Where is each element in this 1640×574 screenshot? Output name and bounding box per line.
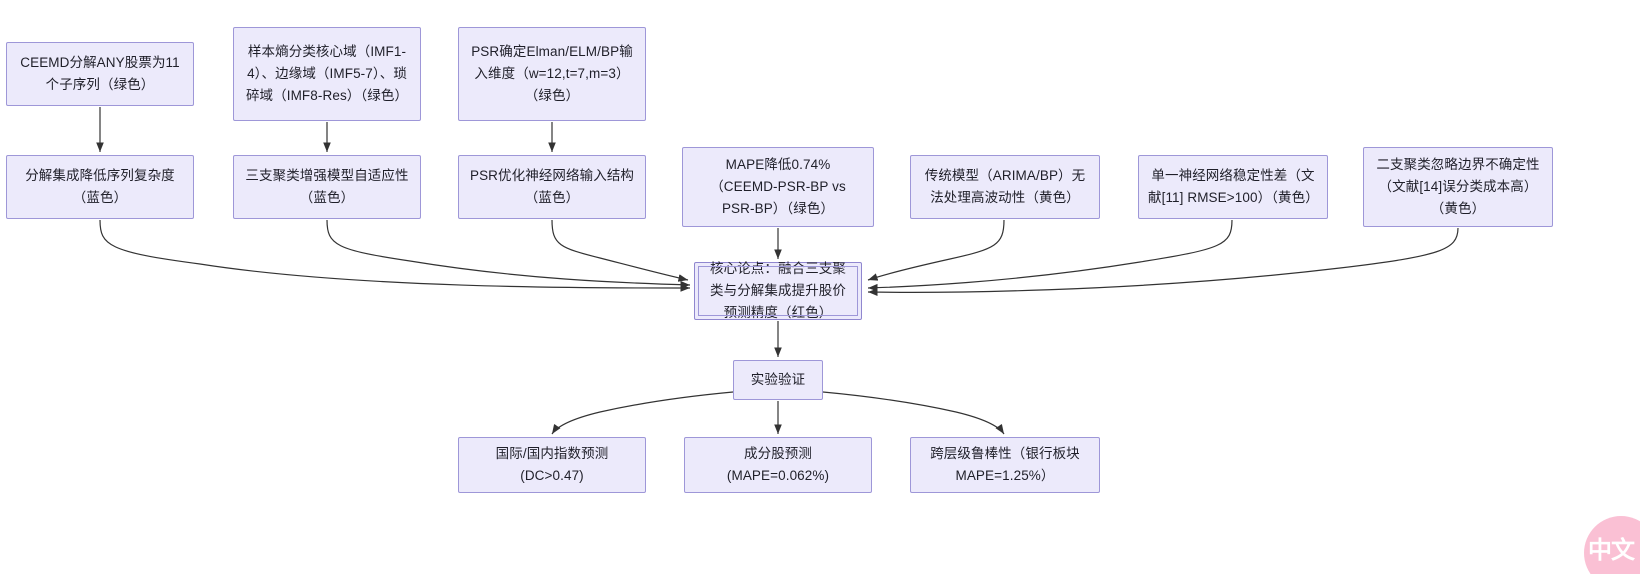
node-two-way-clustering-limitation[interactable]: 二支聚类忽略边界不确定性（文献[14]误分类成本高）（黄色） — [1363, 147, 1553, 227]
node-label: 国际/国内指数预测 (DC>0.47) — [495, 446, 609, 483]
node-result-constituent-stock-forecast[interactable]: 成分股预测 (MAPE=0.062%) — [684, 437, 872, 493]
edge-n6-core — [551, 219, 689, 282]
node-experimental-validation[interactable]: 实验验证 — [733, 360, 823, 400]
node-label: 单一神经网络稳定性差（文献[11] RMSE>100）（黄色） — [1148, 168, 1319, 205]
watermark-badge: 中文 — [1584, 516, 1640, 574]
node-mape-reduction-evidence[interactable]: MAPE降低0.74%（CEEMD-PSR-BP vs PSR-BP）（绿色） — [682, 147, 874, 227]
edge-n8-core — [867, 219, 1005, 281]
edge-exp-r1 — [551, 391, 734, 435]
node-traditional-model-limitation[interactable]: 传统模型（ARIMA/BP）无法处理高波动性（黄色） — [910, 155, 1100, 219]
node-three-way-clustering-adaptivity[interactable]: 三支聚类增强模型自适应性（蓝色） — [233, 155, 421, 219]
node-result-cross-level-robustness[interactable]: 跨层级鲁棒性（银行板块 MAPE=1.25%） — [910, 437, 1100, 493]
node-label: 分解集成降低序列复杂度（蓝色） — [25, 168, 175, 205]
edge-exp-r3 — [822, 391, 1005, 435]
edge-n10-core — [867, 227, 1459, 296]
node-label: 实验验证 — [750, 372, 806, 388]
node-result-index-forecast[interactable]: 国际/国内指数预测 (DC>0.47) — [458, 437, 646, 493]
node-psr-optimizes-network-input[interactable]: PSR优化神经网络输入结构（蓝色） — [458, 155, 646, 219]
node-label: 核心论点：融合三支聚类与分解集成提升股价预测精度（红色） — [710, 261, 846, 320]
node-label: 跨层级鲁棒性（银行板块 MAPE=1.25%） — [930, 446, 1080, 483]
edge-n4-core — [99, 219, 691, 292]
node-label: CEEMD分解ANY股票为11个子序列（绿色） — [20, 55, 180, 92]
node-psr-input-dimension[interactable]: PSR确定Elman/ELM/BP输入维度（w=12,t=7,m=3）（绿色） — [458, 27, 646, 121]
watermark-text: 中文 — [1588, 536, 1635, 564]
node-label: 二支聚类忽略边界不确定性（文献[14]误分类成本高）（黄色） — [1376, 157, 1540, 216]
node-label: 三支聚类增强模型自适应性（蓝色） — [245, 168, 409, 205]
edge-n9-core — [867, 219, 1233, 292]
node-label: 传统模型（ARIMA/BP）无法处理高波动性（黄色） — [924, 168, 1086, 205]
node-label: 样本熵分类核心域（IMF1-4）、边缘域（IMF5-7）、琐碎域（IMF8-Re… — [245, 44, 409, 103]
node-ceemd-decomposition[interactable]: CEEMD分解ANY股票为11个子序列（绿色） — [6, 42, 194, 106]
node-label: MAPE降低0.74%（CEEMD-PSR-BP vs PSR-BP）（绿色） — [710, 157, 846, 216]
node-single-network-instability[interactable]: 单一神经网络稳定性差（文献[11] RMSE>100）（黄色） — [1138, 155, 1328, 219]
node-decomposition-reduces-complexity[interactable]: 分解集成降低序列复杂度（蓝色） — [6, 155, 194, 219]
node-core-thesis[interactable]: 核心论点：融合三支聚类与分解集成提升股价预测精度（红色） — [694, 261, 862, 320]
node-label: PSR确定Elman/ELM/BP输入维度（w=12,t=7,m=3）（绿色） — [471, 44, 633, 103]
node-sample-entropy-classification[interactable]: 样本熵分类核心域（IMF1-4）、边缘域（IMF5-7）、琐碎域（IMF8-Re… — [233, 27, 421, 121]
edge-n5-core — [326, 219, 691, 289]
node-label: 成分股预测 (MAPE=0.062%) — [726, 446, 830, 483]
node-label: PSR优化神经网络输入结构（蓝色） — [469, 168, 635, 205]
